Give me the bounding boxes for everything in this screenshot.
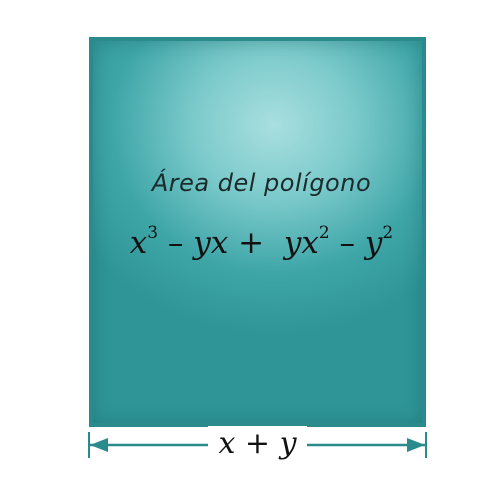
width-label: x + y	[86, 426, 429, 461]
term-3-exponent: 2	[318, 223, 330, 243]
term-1-base: x	[129, 225, 148, 261]
left-arrowhead-icon	[90, 438, 108, 452]
term-3-base: yx	[283, 225, 319, 261]
right-arrowhead-icon	[407, 438, 425, 452]
term-1-exponent: 3	[147, 223, 159, 243]
term-2: yx	[193, 225, 229, 261]
operator-plus: +	[238, 225, 265, 261]
operator-minus-1: –	[167, 225, 184, 261]
width-operator: +	[244, 426, 271, 461]
width-dimension: x + y	[86, 426, 429, 462]
polygon-shape: Área del polígono x3 – yx + yx2 – y2	[89, 37, 426, 427]
width-term-y: y	[279, 426, 297, 461]
term-4-base: y	[364, 225, 383, 261]
area-formula: x3 – yx + yx2 – y2	[93, 223, 430, 262]
width-term-x: x	[218, 426, 236, 461]
polygon-title: Área del polígono	[151, 169, 372, 197]
term-4-exponent: 2	[382, 223, 394, 243]
operator-minus-2: –	[339, 225, 356, 261]
